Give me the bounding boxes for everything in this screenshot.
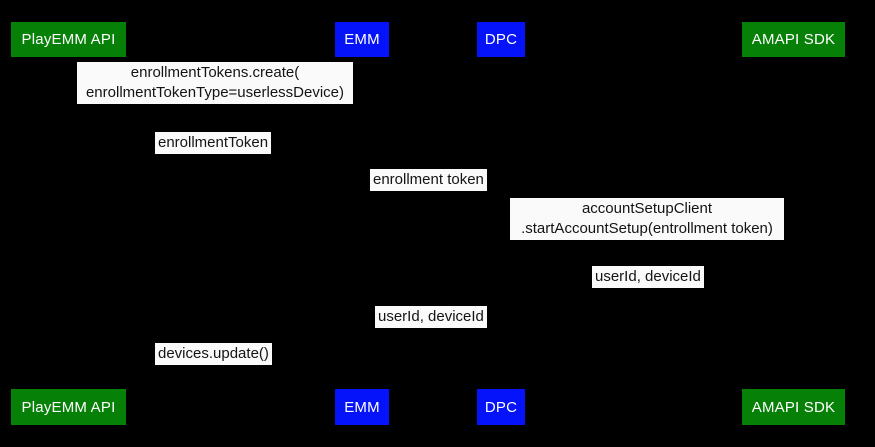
- message-devices-update: devices.update(): [155, 343, 272, 365]
- message-line: enrollment token: [373, 171, 484, 188]
- message-start-account-setup: accountSetupClient .startAccountSetup(en…: [510, 198, 784, 240]
- message-enrollment-tokens-create: enrollmentTokens.create( enrollmentToken…: [77, 62, 353, 104]
- message-line: enrollmentTokenType=userlessDevice): [85, 84, 345, 101]
- actor-top-dpc: DPC: [477, 22, 525, 57]
- message-line: accountSetupClient: [581, 200, 713, 217]
- message-line: devices.update(): [158, 345, 269, 362]
- actor-label: DPC: [484, 31, 518, 48]
- message-line: enrollmentToken: [158, 134, 269, 151]
- actor-top-playemm-api: PlayEMM API: [11, 22, 126, 57]
- actor-label: AMAPI SDK: [751, 31, 836, 48]
- actor-label: AMAPI SDK: [751, 398, 836, 416]
- message-userid-deviceid-to-emm: userId, deviceId: [375, 306, 487, 328]
- actor-top-emm: EMM: [335, 22, 389, 57]
- actor-bottom-playemm-api: PlayEMM API: [11, 389, 126, 425]
- actor-label: PlayEMM API: [21, 398, 116, 416]
- actor-bottom-emm: EMM: [335, 389, 389, 425]
- message-userid-deviceid-from-amapi: userId, deviceId: [592, 266, 704, 288]
- actor-bottom-amapi-sdk: AMAPI SDK: [742, 389, 845, 425]
- actor-label: EMM: [344, 398, 380, 416]
- actor-label: DPC: [484, 398, 518, 416]
- actor-label: PlayEMM API: [21, 31, 116, 48]
- message-line: .startAccountSetup(entrollment token): [521, 220, 773, 237]
- message-line: enrollmentTokens.create(: [130, 64, 300, 81]
- actor-label: EMM: [344, 31, 380, 48]
- message-line: userId, deviceId: [378, 308, 484, 325]
- message-enrollment-token-to-dpc: enrollment token: [370, 169, 487, 191]
- actor-top-amapi-sdk: AMAPI SDK: [742, 22, 845, 57]
- message-enrollment-token-return: enrollmentToken: [155, 132, 272, 154]
- actor-bottom-dpc: DPC: [477, 389, 525, 425]
- message-line: userId, deviceId: [595, 268, 701, 285]
